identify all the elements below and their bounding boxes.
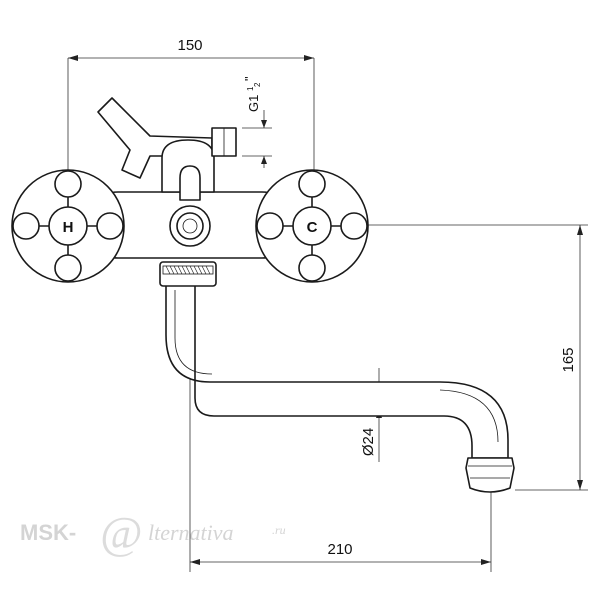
cold-handle: C bbox=[255, 169, 369, 283]
arrow-210-left bbox=[190, 559, 200, 565]
dimension-210-label: 210 bbox=[327, 541, 352, 558]
dimension-width-top: 150 bbox=[67, 37, 315, 185]
dimension-165-label: 165 bbox=[560, 347, 577, 372]
diverter-knob bbox=[179, 165, 201, 201]
aerator-nozzle bbox=[465, 457, 515, 493]
spout-pipe-highlight bbox=[174, 290, 213, 375]
cold-knob-top bbox=[298, 170, 326, 198]
thread-arrow-bottom bbox=[261, 156, 267, 164]
watermark-brand: MSK- bbox=[20, 520, 76, 545]
thread-main: G1 bbox=[246, 95, 261, 112]
arrow-right bbox=[304, 55, 314, 61]
cold-knob-left bbox=[256, 212, 284, 240]
cold-knob-right bbox=[340, 212, 368, 240]
hot-handle: H bbox=[11, 169, 125, 283]
pipe-diameter-label: Ø24 bbox=[360, 428, 377, 456]
arrow-left bbox=[68, 55, 78, 61]
spout-pipe-outline bbox=[165, 281, 509, 459]
arrow-210-right bbox=[481, 559, 491, 565]
thread-arrow-top bbox=[261, 120, 267, 128]
hot-knob-left bbox=[12, 212, 40, 240]
hot-hub bbox=[48, 206, 88, 246]
thread-frac-num: 1 bbox=[246, 86, 255, 91]
hot-label: H bbox=[63, 219, 74, 236]
knurl-pattern bbox=[165, 265, 211, 275]
watermark-script: lternativa bbox=[148, 520, 234, 545]
arrow-165-bottom bbox=[577, 480, 583, 490]
spout-pipe-highlight-2 bbox=[439, 389, 499, 443]
watermark-at: @ bbox=[100, 507, 142, 558]
central-nut-core bbox=[182, 218, 198, 234]
dimension-thread: G1 1 2 " bbox=[242, 76, 272, 168]
cold-knob-bottom bbox=[298, 254, 326, 282]
cold-label: C bbox=[307, 219, 318, 236]
thread-inch: " bbox=[242, 76, 257, 81]
thread-frac-den: 2 bbox=[253, 82, 262, 87]
dimension-height-right: 165 bbox=[365, 224, 588, 491]
dimension-spout-reach: 210 bbox=[189, 292, 492, 572]
watermark-domain: .ru bbox=[272, 523, 286, 537]
thread-label: G1 1 2 " bbox=[242, 76, 262, 112]
hot-knob-right bbox=[96, 212, 124, 240]
central-nut-inner bbox=[176, 212, 204, 240]
watermark: MSK- @ lternativa .ru bbox=[20, 507, 286, 558]
cold-hub bbox=[292, 206, 332, 246]
arrow-165-top bbox=[577, 225, 583, 235]
hot-knob-top bbox=[54, 170, 82, 198]
dimension-150-label: 150 bbox=[177, 37, 202, 54]
faucet: H C bbox=[11, 97, 515, 493]
hot-knob-bottom bbox=[54, 254, 82, 282]
